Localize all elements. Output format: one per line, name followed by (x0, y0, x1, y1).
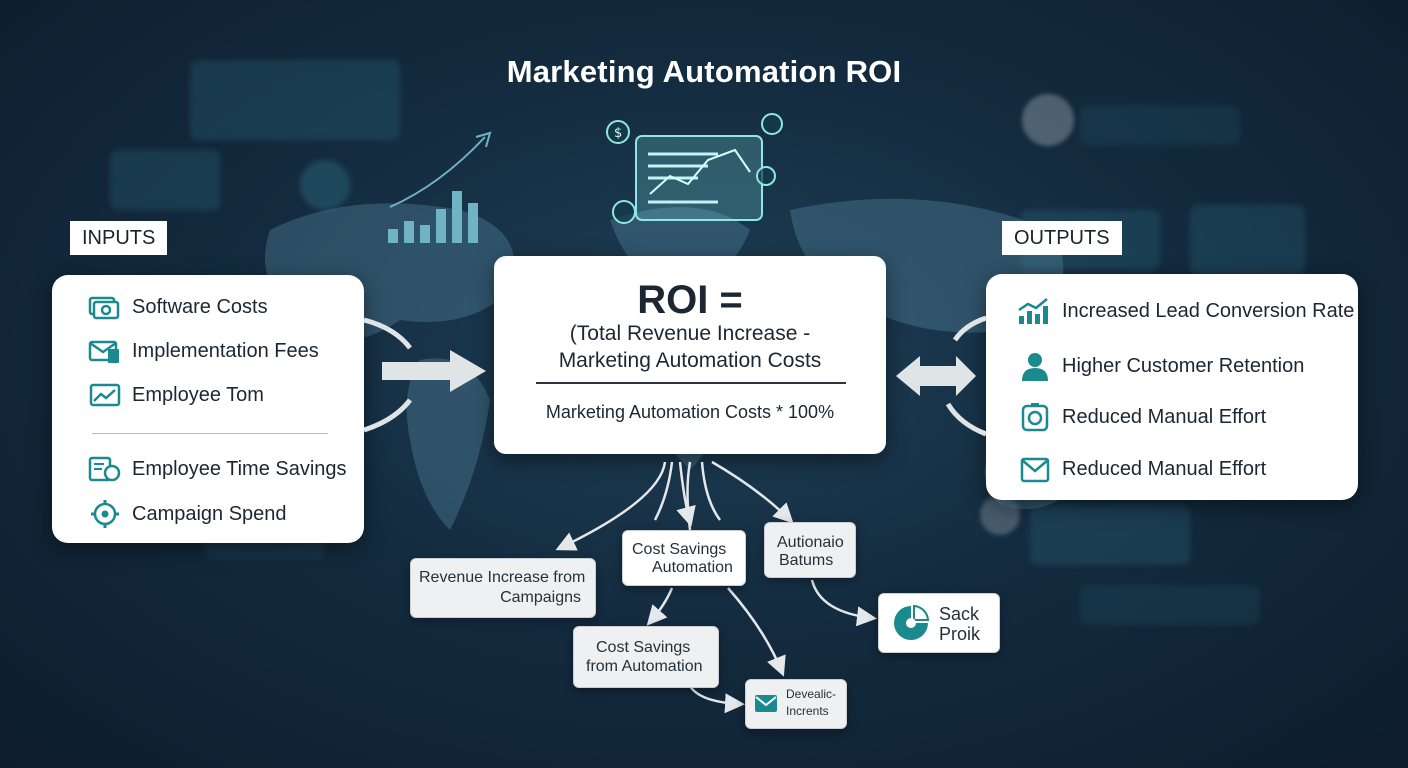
output-item-reduced-effort-1: Reduced Manual Effort (1018, 402, 1266, 432)
input-label: Employee Time Savings (132, 457, 347, 480)
node-stack-profit: Sack Proik (878, 593, 1000, 653)
money-icon (88, 296, 120, 320)
input-item-campaign-spend: Campaign Spend (88, 499, 287, 529)
input-item-implementation-fees: Implementation Fees (88, 337, 319, 365)
input-item-employee-time-savings: Employee Time Savings (88, 455, 347, 483)
output-label: Reduced Manual Effort (1062, 405, 1267, 428)
output-item-reduced-effort-2: Reduced Manual Effort (1018, 454, 1266, 484)
roi-heading: ROI = (637, 278, 743, 322)
clock-icon (1021, 403, 1049, 432)
output-item-customer-retention: Higher Customer Retention (1018, 350, 1304, 382)
growth-bars-decoration (388, 131, 492, 243)
chart-card-icon (89, 383, 121, 407)
input-label: Campaign Spend (132, 502, 287, 525)
svg-text:$: $ (614, 126, 622, 141)
node-develop-increments: Devealic- Incrents (745, 679, 847, 729)
roi-formula-line1: (Total Revenue Increase - (569, 322, 811, 345)
inputs-panel: Software Costs Implementation Fees Emplo… (52, 275, 364, 543)
node-automation-batums: Autionaio Batums (764, 522, 856, 578)
person-icon (1022, 353, 1048, 381)
gear-icon (91, 500, 119, 528)
inputs-tag: INPUTS (70, 221, 168, 255)
mail-chart-icon (755, 695, 777, 712)
roi-formula-line2: Marketing Automation Costs (558, 349, 822, 372)
outputs-panel: Increased Lead Conversion Rate Higher Cu… (986, 274, 1358, 500)
pie-chart-icon (894, 604, 930, 640)
envelope-icon (1020, 457, 1050, 483)
dashboard-decoration: $ (606, 113, 783, 224)
output-label: Increased Lead Conversion Rate (1062, 299, 1355, 322)
page-title: Marketing Automation ROI (506, 54, 902, 89)
input-item-software-costs: Software Costs (88, 293, 268, 321)
input-label: Software Costs (132, 295, 268, 318)
invoice-icon (88, 340, 119, 363)
outputs-tag: OUTPUTS (1002, 221, 1122, 255)
document-money-icon (88, 456, 121, 482)
node-cost-savings-automation: Cost Savings Automation (622, 530, 746, 586)
growth-chart-icon (1018, 298, 1048, 324)
fraction-line (536, 382, 846, 384)
roi-formula-denominator: Marketing Automation Costs * 100% (545, 402, 835, 422)
input-label: Implementation Fees (132, 339, 319, 362)
node-revenue-increase: Revenue Increase from Campaigns (410, 558, 596, 618)
node-cost-savings-from-automation: Cost Savings from Automation (573, 626, 719, 688)
output-label: Higher Customer Retention (1062, 354, 1305, 377)
input-item-employee-tom: Employee Tom (88, 381, 264, 409)
roi-formula-panel: ROI = (Total Revenue Increase - Marketin… (494, 256, 886, 454)
output-label: Reduced Manual Effort (1062, 457, 1267, 480)
input-label: Employee Tom (132, 383, 264, 406)
inputs-divider (92, 433, 328, 434)
output-item-lead-conversion: Increased Lead Conversion Rate (1016, 296, 1354, 326)
